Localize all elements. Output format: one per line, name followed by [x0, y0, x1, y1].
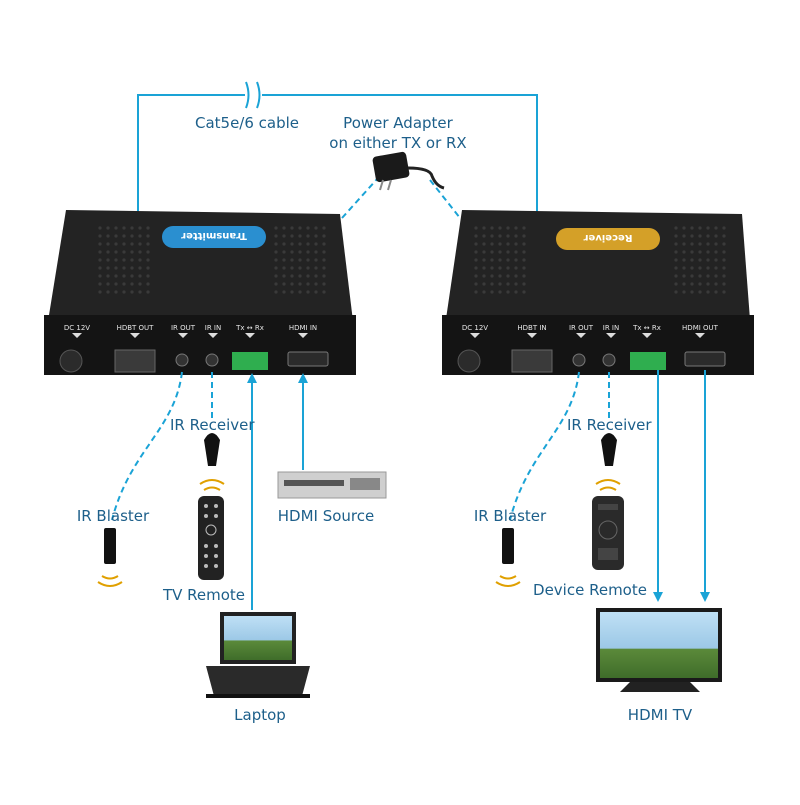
hdmi-tv-icon	[596, 608, 722, 692]
tx-ir-receiver-label: IR Receiver	[170, 416, 255, 434]
power-adapter-sublabel: on either TX or RX	[329, 134, 467, 152]
power-adapter-label: Power Adapter	[343, 114, 453, 132]
ir-blaster-icon	[495, 528, 521, 587]
device-remote-label: Device Remote	[533, 581, 647, 599]
rx-port-label: IR OUT	[569, 324, 594, 332]
hdmi-source-label: HDMI Source	[277, 507, 375, 525]
rx-port-label: IR IN	[603, 324, 619, 332]
laptop-label: Laptop	[234, 706, 286, 724]
rx-port-label: HDBT IN	[517, 324, 546, 332]
receiver-badge	[556, 228, 660, 250]
tv-remote-icon	[198, 479, 225, 580]
rx-port-label: DC 12V	[462, 324, 488, 332]
ir-receiver-icon	[204, 433, 220, 466]
ir-receiver-icon	[601, 433, 617, 466]
ir-blaster-icon	[97, 528, 123, 587]
rx-connections	[509, 370, 710, 602]
transmitter-badge	[162, 226, 266, 248]
laptop-icon	[206, 612, 310, 698]
hdmi-tv-label: HDMI TV	[627, 706, 693, 724]
tx-port-label: IR OUT	[171, 324, 196, 332]
transmitter-box	[44, 210, 356, 375]
rx-ir-receiver-label: IR Receiver	[567, 416, 652, 434]
hdmi-source-icon	[277, 471, 387, 499]
rx-port-label: HDMI OUT	[682, 324, 719, 332]
tx-port-label: HDBT OUT	[117, 324, 155, 332]
receiver-badge-label: Receiver	[584, 232, 633, 243]
tx-port-label: IR IN	[205, 324, 221, 332]
power-adapter-icon	[341, 151, 461, 219]
tx-port-label: HDMI IN	[289, 324, 317, 332]
tx-port-label: DC 12V	[64, 324, 90, 332]
device-remote-icon	[592, 479, 624, 570]
tv-remote-label: TV Remote	[162, 586, 246, 604]
tx-connections	[111, 371, 308, 610]
tx-ir-blaster-label: IR Blaster	[76, 507, 150, 525]
tx-port-label: Tx ↔ Rx	[235, 324, 264, 332]
receiver-box	[442, 210, 754, 375]
rx-port-label: Tx ↔ Rx	[632, 324, 661, 332]
transmitter-badge-label: Transmitter	[181, 230, 247, 241]
cable-label: Cat5e/6 cable	[194, 114, 300, 132]
rx-ir-blaster-label: IR Blaster	[473, 507, 547, 525]
